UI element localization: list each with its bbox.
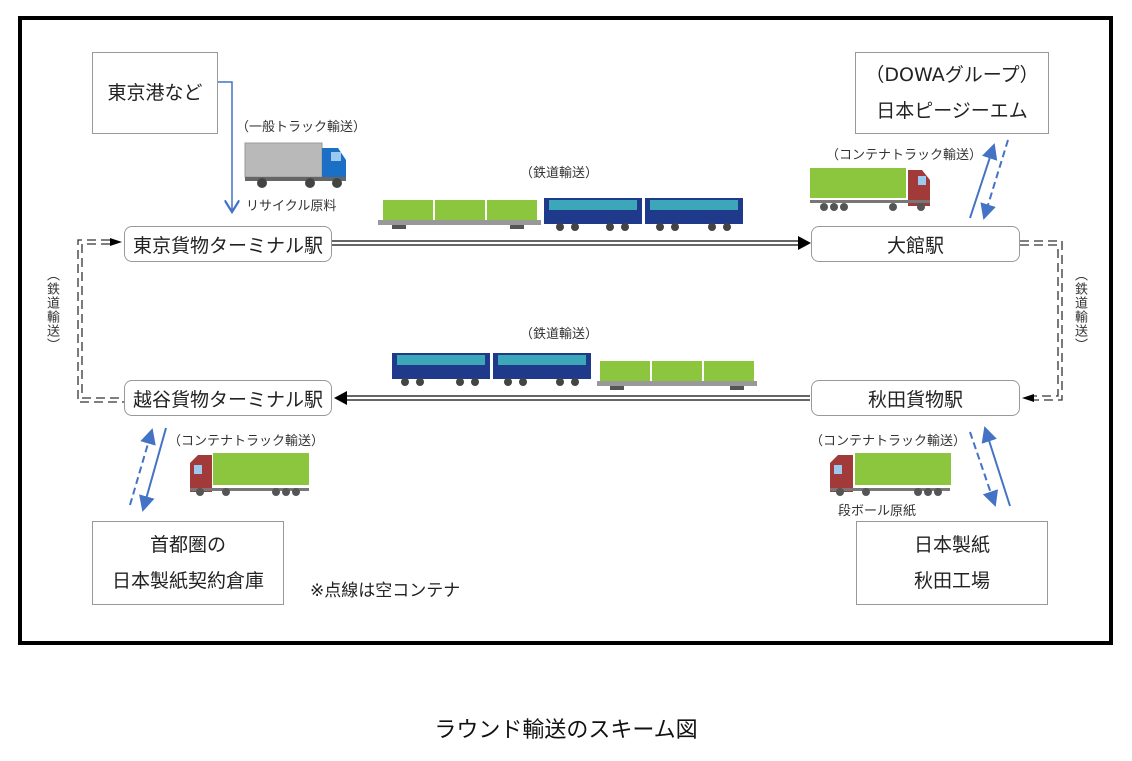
shutoken-line1: 首都圏の [149,533,226,556]
container-truck-odate-icon [810,168,930,211]
tokyo-freight-terminal-label: 東京貨物ターミナル駅 [132,234,323,257]
dowa-group-label: （DOWAグループ） [865,63,1039,86]
rail-line-top [332,236,811,250]
koshigaya-from-warehouse-dashed-arrow [129,428,156,506]
container-truck-akita-icon [830,453,951,496]
tokyo-port-box: 東京港など [92,52,218,134]
odate-station: 大館駅 [811,226,1020,262]
akita-to-mill-dashed-arrow [969,431,999,507]
koshigaya-freight-terminal-station: 越谷貨物ターミナル駅 [124,380,332,416]
container-truck-akita-label: （コンテナトラック輸送） [810,434,967,449]
general-truck-label: （一般トラック輸送） [236,120,367,135]
rail-top-label: （鉄道輸送） [520,166,599,181]
akita-mill-line1: 日本製紙 [913,533,990,556]
koshigaya-freight-terminal-label: 越谷貨物ターミナル駅 [132,388,323,411]
dowa-pgm-box: （DOWAグループ） 日本ピージーエム [855,52,1049,134]
odate-to-dowa-arrow [969,143,998,219]
akita-freight-station: 秋田貨物駅 [811,380,1020,416]
diagram-frame [18,16,1113,645]
rail-dashed-left [77,238,124,403]
akita-mill-line2: 秋田工場 [913,570,990,592]
container-truck-odate-label: （コンテナトラック輸送） [826,148,983,163]
mill-to-akita-arrow [981,426,1011,507]
tokyo-port-label: 東京港など [107,81,203,104]
rail-left-label: （鉄道輸送） [44,268,59,352]
cardboard-paper-label: 段ボール原紙 [838,504,917,519]
koshigaya-to-warehouse-arrow [139,427,167,512]
akita-freight-station-label: 秋田貨物駅 [867,388,963,411]
freight-train-bottom-icon [392,353,757,390]
akita-mill-box: 日本製紙 秋田工場 [856,521,1048,605]
shutoken-warehouse-box: 首都圏の 日本製紙契約倉庫 [92,521,284,605]
tokyo-freight-terminal-station: 東京貨物ターミナル駅 [124,226,332,262]
dowa-to-odate-dashed-arrow [980,139,1009,220]
shutoken-line2: 日本製紙契約倉庫 [111,570,264,592]
figure-caption: ラウンド輸送のスキーム図 [434,718,698,743]
nihon-pgm-label: 日本ピージーエム [876,100,1028,122]
freight-train-top-icon [378,198,743,231]
container-truck-koshigaya-label: （コンテナトラック輸送） [168,434,325,449]
port-to-tokyo-arrow [218,81,232,212]
rail-dashed-right [1020,240,1063,402]
dashed-line-note: ※点線は空コンテナ [310,581,461,601]
rail-right-label: （鉄道輸送） [1072,268,1087,352]
odate-station-label: 大館駅 [886,234,944,257]
general-truck-icon [244,142,346,188]
recycle-material-label: リサイクル原料 [246,199,337,214]
container-truck-koshigaya-icon [190,453,309,496]
rail-line-bottom [334,391,810,405]
rail-bottom-label: （鉄道輸送） [520,327,599,342]
